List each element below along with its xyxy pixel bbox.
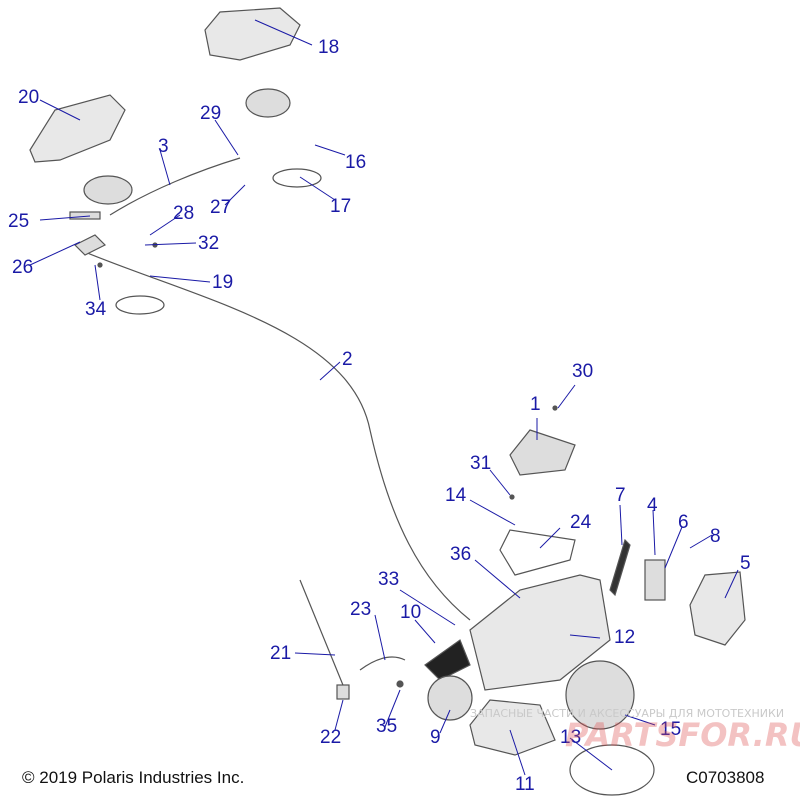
part-upper-left-speaker <box>83 175 133 205</box>
callout-17: 17 <box>330 196 352 217</box>
part-18-speaker-pod-cover <box>204 7 301 61</box>
callout-29: 29 <box>200 103 222 124</box>
callout-25: 25 <box>8 211 30 232</box>
part-24-plate <box>499 529 576 576</box>
callout-3: 3 <box>158 136 169 157</box>
copyright-text: © 2019 Polaris Industries Inc. <box>22 768 245 787</box>
callout-34: 34 <box>85 299 107 320</box>
part-25-bracket <box>69 211 101 220</box>
callout-21: 21 <box>270 643 292 664</box>
callout-11: 11 <box>515 774 535 795</box>
part-15-woofer <box>565 660 635 730</box>
part-lower-left-grille <box>115 295 165 315</box>
callout-33: 33 <box>378 569 400 590</box>
part-23-strap <box>359 656 406 671</box>
part-9-woofer <box>427 675 473 721</box>
callout-12: 12 <box>614 627 636 648</box>
part-1-amplifier <box>509 429 576 476</box>
part-10-mesh <box>424 639 471 681</box>
callout-28: 28 <box>173 203 195 224</box>
callout-5: 5 <box>740 553 751 574</box>
callout-24: 24 <box>570 512 592 533</box>
callout-36: 36 <box>450 544 472 565</box>
callout-27: 27 <box>210 197 232 218</box>
callout-4: 4 <box>647 495 658 516</box>
diagram-code: C0703808 <box>686 768 765 787</box>
callout-30: 30 <box>572 361 594 382</box>
callout-23: 23 <box>350 599 372 620</box>
part-13-ring <box>569 744 655 796</box>
callout-8: 8 <box>710 526 721 547</box>
callout-2: 2 <box>342 349 353 370</box>
callout-31: 31 <box>470 453 492 474</box>
part-35-screw <box>396 680 404 688</box>
callout-22: 22 <box>320 727 342 748</box>
part-21-antenna <box>299 579 346 691</box>
part-34-screw <box>97 262 103 268</box>
callout-6: 6 <box>678 512 689 533</box>
part-30-screw <box>552 405 558 411</box>
callout-32: 32 <box>198 233 220 254</box>
callout-1: 1 <box>530 394 541 415</box>
part-12-enclosure <box>469 574 611 691</box>
part-2-cable <box>79 249 471 621</box>
part-11-pod <box>469 699 556 756</box>
part-31-screw <box>509 494 515 500</box>
callout-9: 9 <box>430 727 441 748</box>
callout-10: 10 <box>400 602 422 623</box>
part-17-grille <box>272 168 322 188</box>
part-upper-right-speaker <box>245 88 291 118</box>
watermark-logo: PARTSFOR.RU <box>565 716 800 754</box>
callout-18: 18 <box>318 37 340 58</box>
callout-19: 19 <box>212 272 234 293</box>
part-5-pod <box>689 571 746 646</box>
callout-7: 7 <box>615 485 626 506</box>
callout-35: 35 <box>376 716 398 737</box>
watermark-text: ЗАПАСНЫЕ ЧАСТИ И АКСЕССУАРЫ ДЛЯ МОТОТЕХН… <box>470 707 785 720</box>
part-3-harness <box>109 157 241 216</box>
callout-20: 20 <box>18 87 40 108</box>
callout-16: 16 <box>345 152 367 173</box>
part-20-speaker-pod <box>29 94 126 163</box>
part-22-antenna-base <box>336 684 350 700</box>
part-7-strip <box>609 538 631 597</box>
callout-26: 26 <box>12 257 34 278</box>
callout-14: 14 <box>445 485 467 506</box>
callout-15: 15 <box>660 719 682 740</box>
part-6-bracket <box>644 559 666 601</box>
part-26-bracket <box>73 234 107 256</box>
callout-13: 13 <box>560 727 582 748</box>
